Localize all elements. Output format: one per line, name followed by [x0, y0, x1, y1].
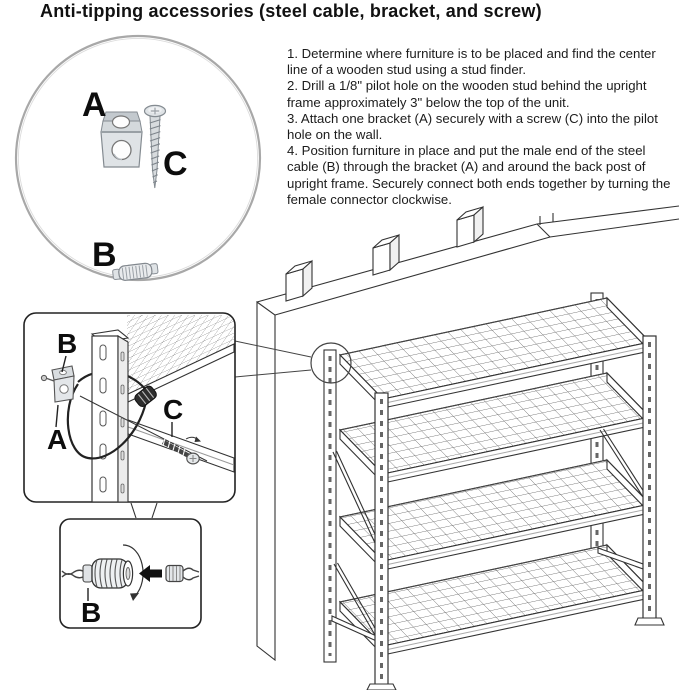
screw-photo: [143, 104, 167, 189]
label-cable-b: B: [92, 236, 117, 274]
shelf-mesh-2: [338, 371, 652, 485]
connector-label-b: B: [81, 597, 101, 628]
detail-label-c: C: [163, 394, 183, 425]
detail-label-b: B: [57, 328, 77, 359]
shelf-mesh-3: [338, 458, 652, 572]
instruction-step-2: 2. Drill a 1/8" pilot hole on the wooden…: [287, 78, 647, 110]
wall-stud-2: [372, 233, 400, 276]
insert-arrow-icon: [139, 565, 162, 582]
wall: [256, 205, 679, 662]
label-screw-c: C: [163, 145, 188, 183]
label-bracket-a: A: [82, 86, 107, 124]
front-posts: [366, 335, 665, 690]
connector-detail-box: B: [59, 518, 202, 629]
cable-connector-closed-icon: [112, 262, 159, 281]
detail-cable-end: [79, 395, 208, 462]
detail-cable-loop: [66, 383, 148, 460]
instruction-step-4: 4. Position furniture in place and put t…: [287, 143, 671, 207]
wall-stud-1: [285, 259, 313, 302]
bracket-detail-box: B A C: [23, 312, 236, 503]
shelving-unit: [310, 292, 665, 690]
shelf-mesh-4: [338, 543, 652, 657]
instructions: 1. Determine where furniture is to be pl…: [287, 46, 679, 208]
shelves: [338, 296, 652, 657]
detail-circle-marker: [310, 342, 352, 384]
instruction-step-3: 3. Attach one bracket (A) securely with …: [287, 110, 658, 143]
page-title: Anti-tipping accessories (steel cable, b…: [40, 1, 542, 21]
detail-cable-connector: [134, 385, 157, 407]
bracket-photo: [100, 111, 143, 168]
detail-post: [90, 329, 130, 502]
male-connector: [165, 564, 200, 583]
parts-cable-loop: A C B: [14, 34, 262, 282]
rotation-arrow-icon: [122, 544, 144, 601]
instruction-step-1: 1. Determine where furniture is to be pl…: [287, 46, 656, 78]
detail-screw: [161, 436, 201, 465]
female-connector: [82, 558, 134, 589]
leader-lines: [234, 340, 312, 378]
zoom-funnel-lines: [130, 502, 158, 519]
detail-label-a: A: [47, 424, 67, 455]
shelf-mesh-1: [338, 296, 652, 410]
wall-stud-3: [456, 205, 484, 248]
detail-bracket: [40, 365, 75, 403]
